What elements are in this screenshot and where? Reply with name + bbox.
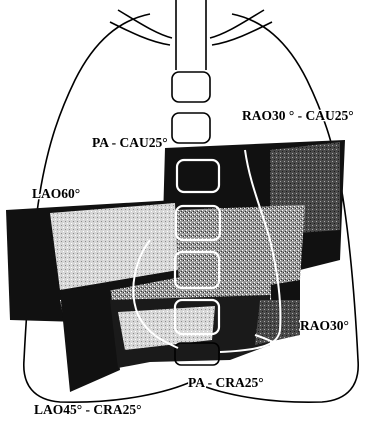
vertebra-2 <box>172 113 210 143</box>
label-pa-cau25: PA - CAU25° <box>92 135 168 150</box>
right-clavicle-2 <box>210 10 264 38</box>
vertebra-1 <box>172 72 210 102</box>
label-lao45-cra25: LAO45° - CRA25° <box>34 402 142 417</box>
label-lao60: LAO60° <box>32 186 80 201</box>
label-pa-cra25: PA - CRA25° <box>188 375 264 390</box>
label-rao30: RAO30° <box>300 318 349 333</box>
label-rao30-cau25: RAO30 ° - CAU25° <box>242 108 354 123</box>
left-clavicle-2 <box>118 10 172 38</box>
